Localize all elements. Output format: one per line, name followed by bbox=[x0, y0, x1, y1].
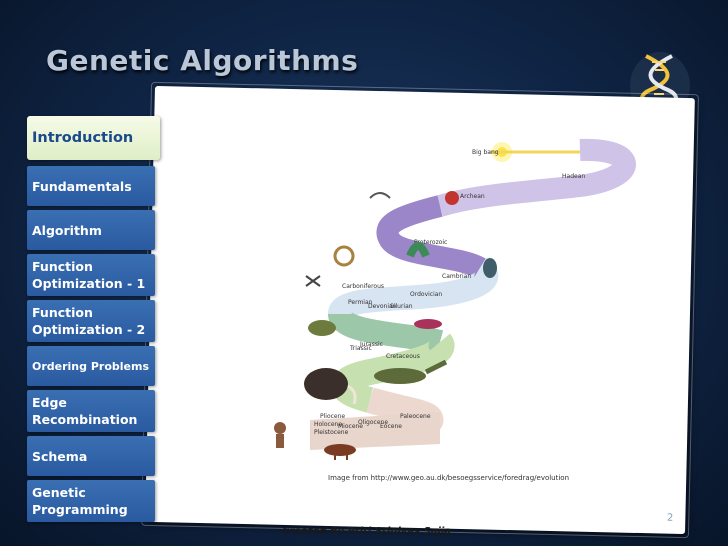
label-cambrian: Cambrian bbox=[442, 273, 471, 280]
label-permian: Permian bbox=[348, 299, 373, 306]
nav-algorithm[interactable]: Algorithm bbox=[27, 210, 155, 250]
label-paleocene: Paleocene bbox=[400, 413, 431, 420]
label-pliocene: Pliocene bbox=[320, 413, 345, 420]
nav-ordering-problems[interactable]: Ordering Problems bbox=[27, 346, 155, 386]
credit-text: Created By Priti Srinivas Sajja bbox=[282, 526, 452, 537]
nav-edge-recombination[interactable]: Edge Recombination bbox=[27, 390, 155, 432]
image-caption: Image from http://www.geo.au.dk/besoegss… bbox=[328, 474, 569, 482]
slide-title: Genetic Algorithms bbox=[46, 44, 359, 77]
ammonite-icon bbox=[333, 245, 355, 267]
label-silurian: Silurian bbox=[390, 303, 413, 310]
slide-number: 2 bbox=[666, 512, 674, 524]
label-carboniferous: Carboniferous bbox=[342, 283, 384, 290]
fossil-icon bbox=[369, 192, 391, 199]
label-hadean: Hadean bbox=[562, 173, 585, 180]
label-oligocene: Oligocene bbox=[358, 419, 388, 426]
early-human-icon bbox=[274, 422, 286, 434]
nav-genetic-programming[interactable]: Genetic Programming bbox=[27, 480, 155, 522]
trilobite-icon bbox=[483, 258, 497, 278]
dinosaur-icon bbox=[374, 368, 426, 384]
squid-icon bbox=[414, 319, 442, 329]
label-ordovician: Ordovician bbox=[410, 291, 442, 298]
evolution-spiral-illustration: Big bang Hadean Archean Proterozoic Camb… bbox=[274, 138, 636, 482]
nav-function-optimization-2[interactable]: Function Optimization - 2 bbox=[27, 300, 155, 342]
label-holocene: Holocene bbox=[314, 421, 342, 428]
label-proterozoic: Proterozoic bbox=[414, 239, 447, 246]
stegosaurus-icon bbox=[308, 320, 336, 336]
dragonfly-icon bbox=[305, 275, 321, 287]
label-big-bang: Big bang bbox=[472, 149, 499, 156]
sea-urchin-icon bbox=[445, 191, 459, 205]
nav-function-optimization-1[interactable]: Function Optimization - 1 bbox=[27, 254, 155, 296]
nav-introduction[interactable]: Introduction bbox=[27, 116, 160, 160]
label-miocene: Miocene bbox=[338, 423, 363, 430]
label-pleistocene: Pleistocene bbox=[314, 429, 349, 436]
label-triassic: Triassic bbox=[349, 345, 372, 352]
label-devonian: Devonian bbox=[368, 303, 397, 310]
label-eocene: Eocene bbox=[380, 423, 402, 430]
mammoth-icon bbox=[304, 368, 348, 400]
horse-icon bbox=[324, 444, 356, 456]
nav-fundamentals[interactable]: Fundamentals bbox=[27, 166, 155, 206]
label-cretaceous: Cretaceous bbox=[386, 353, 420, 360]
label-archean: Archean bbox=[460, 193, 485, 200]
label-jurassic: Jurassic bbox=[359, 341, 383, 348]
plant-icon bbox=[406, 242, 430, 258]
nav-schema[interactable]: Schema bbox=[27, 436, 155, 476]
